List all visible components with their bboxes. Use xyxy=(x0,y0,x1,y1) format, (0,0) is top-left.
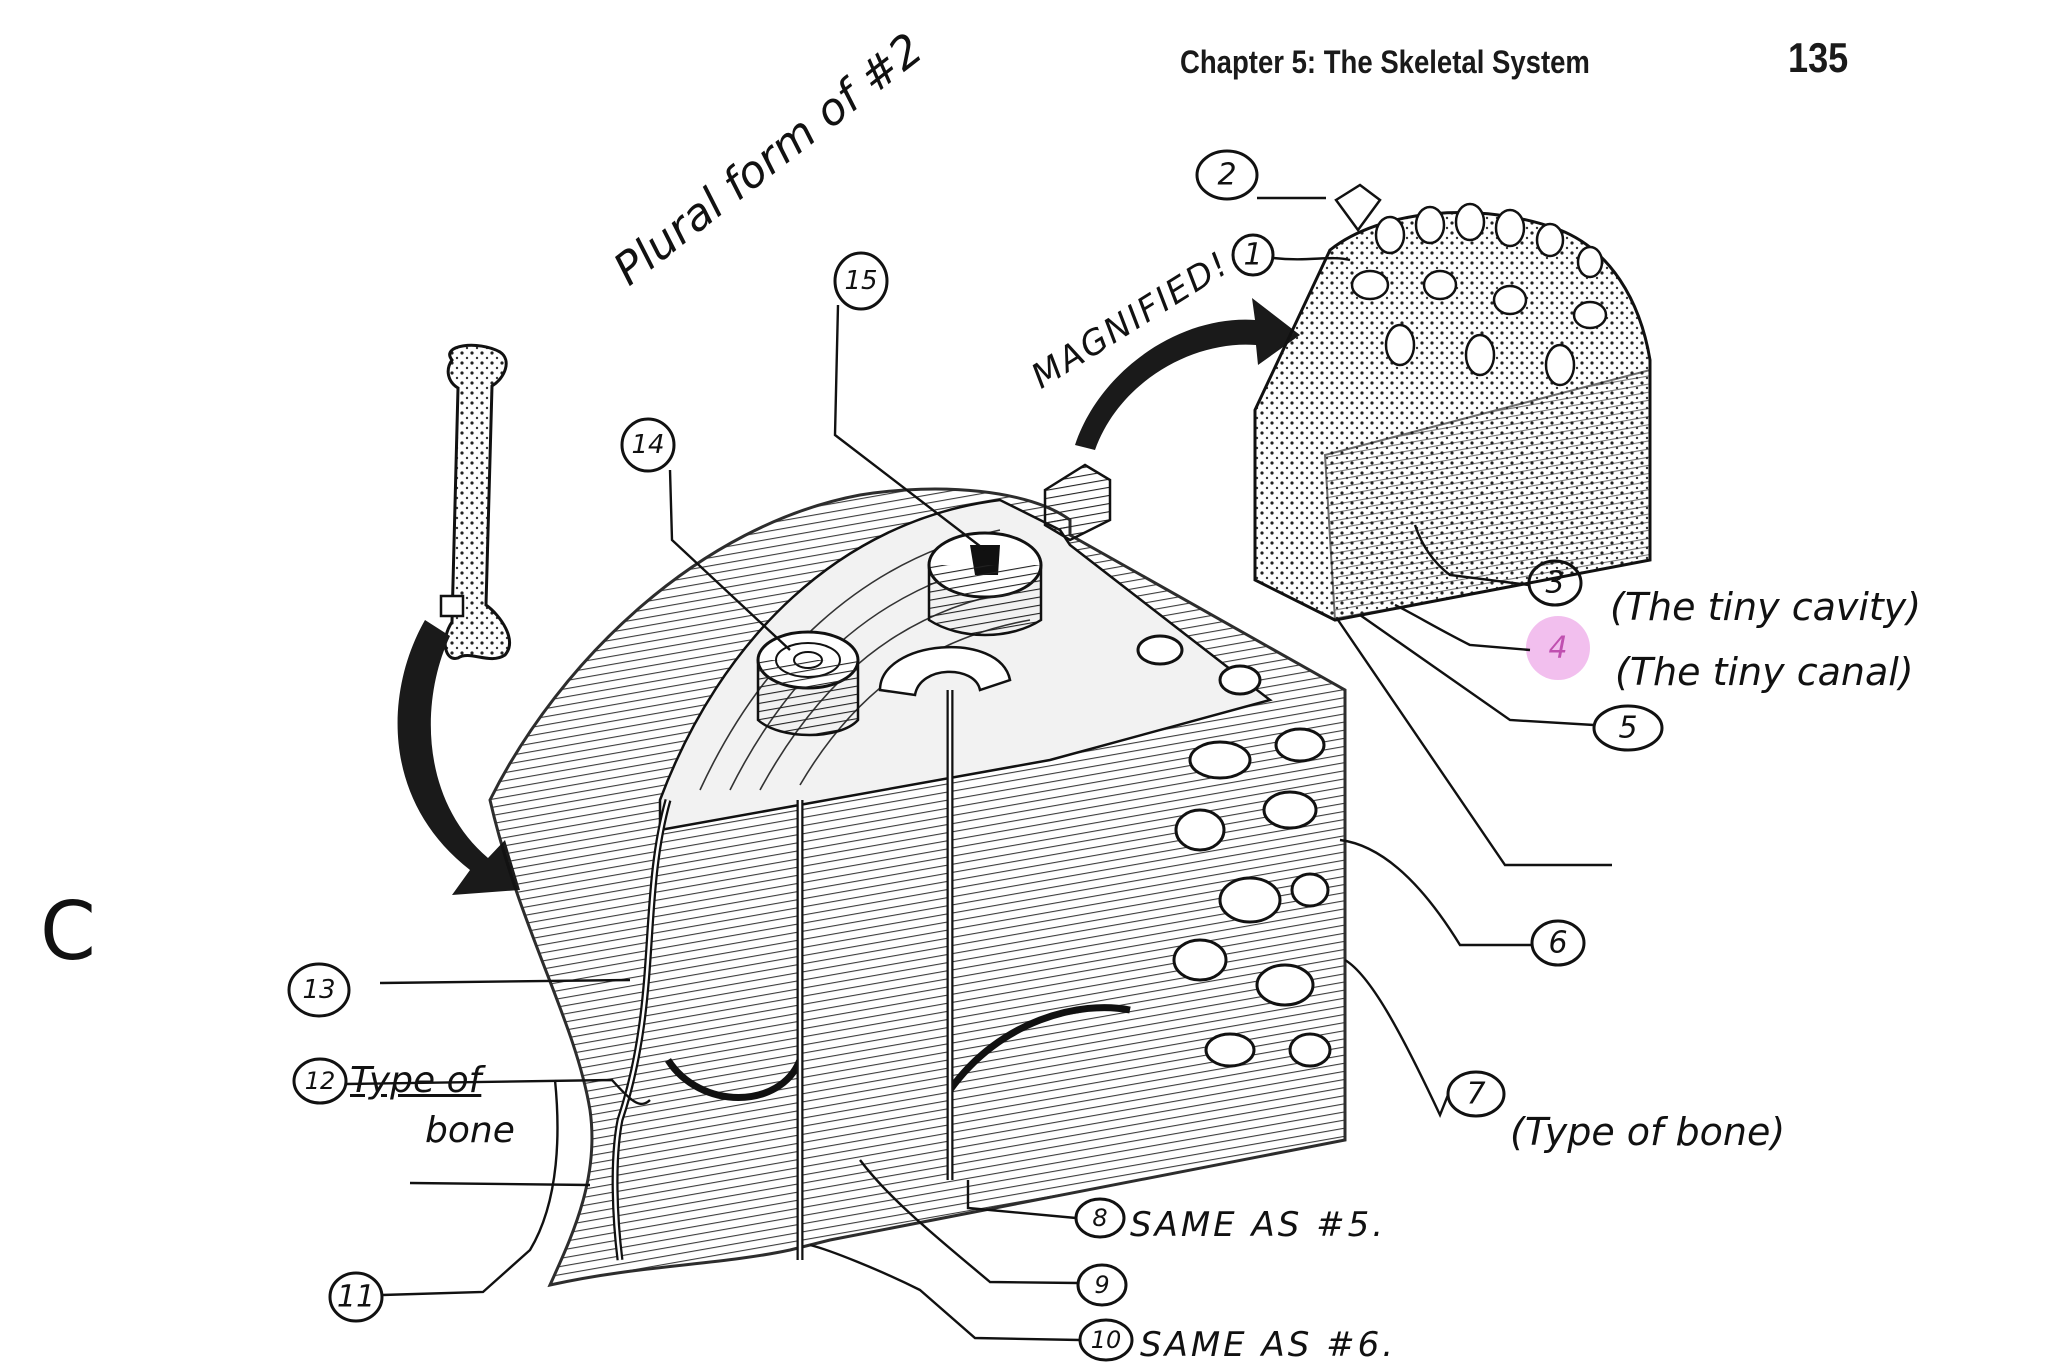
svg-text:5: 5 xyxy=(1618,711,1637,746)
svg-text:14: 14 xyxy=(631,430,664,460)
tiny-canal-note: (The tiny canal) xyxy=(1615,650,1914,694)
tiny-cavity-note: (The tiny cavity) xyxy=(1610,585,1922,629)
page-number: 135 xyxy=(1788,34,1849,81)
label-3: 3 xyxy=(1413,524,1583,607)
svg-text:15: 15 xyxy=(844,266,877,296)
label-5-magnified: 5 xyxy=(1359,614,1664,752)
label-15: 15 xyxy=(833,251,986,551)
same-as-5-note: SAME AS #5. xyxy=(1130,1205,1387,1245)
label-1: 1 xyxy=(1231,233,1351,277)
svg-text:8: 8 xyxy=(1092,1204,1107,1232)
curved-arrow-left xyxy=(397,620,520,895)
label-9: 9 xyxy=(859,1159,1128,1307)
long-bone-thumbnail xyxy=(439,343,511,661)
label-blank-leader xyxy=(1337,619,1612,867)
label-6: 6 xyxy=(1339,838,1586,967)
label-11: 11 xyxy=(328,1079,559,1323)
compact-bone-section xyxy=(488,463,1347,1288)
svg-text:3: 3 xyxy=(1545,566,1564,601)
magnified-section xyxy=(1253,183,1652,622)
svg-text:13: 13 xyxy=(302,975,335,1005)
label-14: 14 xyxy=(620,417,791,651)
label-13: 13 xyxy=(287,962,631,1018)
svg-text:9: 9 xyxy=(1094,1271,1109,1299)
type-of-bone-note-7: (Type of bone) xyxy=(1510,1110,1786,1154)
svg-text:12: 12 xyxy=(305,1067,336,1095)
label-4: 4 xyxy=(1394,603,1590,680)
svg-text:7: 7 xyxy=(1466,1077,1485,1112)
label-2: 2 xyxy=(1195,149,1326,201)
svg-text:10: 10 xyxy=(1091,1326,1122,1354)
svg-text:2: 2 xyxy=(1217,158,1236,193)
bone-note-12: bone xyxy=(425,1110,515,1151)
same-as-6-note: SAME AS #6. xyxy=(1140,1325,1397,1365)
chapter-heading: Chapter 5: The Skeletal System xyxy=(1180,44,1590,80)
svg-text:11: 11 xyxy=(337,1280,375,1315)
margin-mark: C xyxy=(40,885,96,978)
svg-text:6: 6 xyxy=(1548,926,1567,961)
label-12: 12 xyxy=(292,1057,651,1106)
svg-text:4: 4 xyxy=(1548,631,1567,666)
unlabeled-leader-line xyxy=(409,1181,591,1187)
label-10: 10 xyxy=(809,1243,1134,1362)
label-7: 7 xyxy=(1344,958,1506,1119)
type-of-note-12: Type of xyxy=(350,1060,482,1101)
svg-text:1: 1 xyxy=(1243,238,1262,273)
label-8: 8 xyxy=(966,1180,1126,1239)
curved-arrow-magnified xyxy=(1075,298,1300,450)
